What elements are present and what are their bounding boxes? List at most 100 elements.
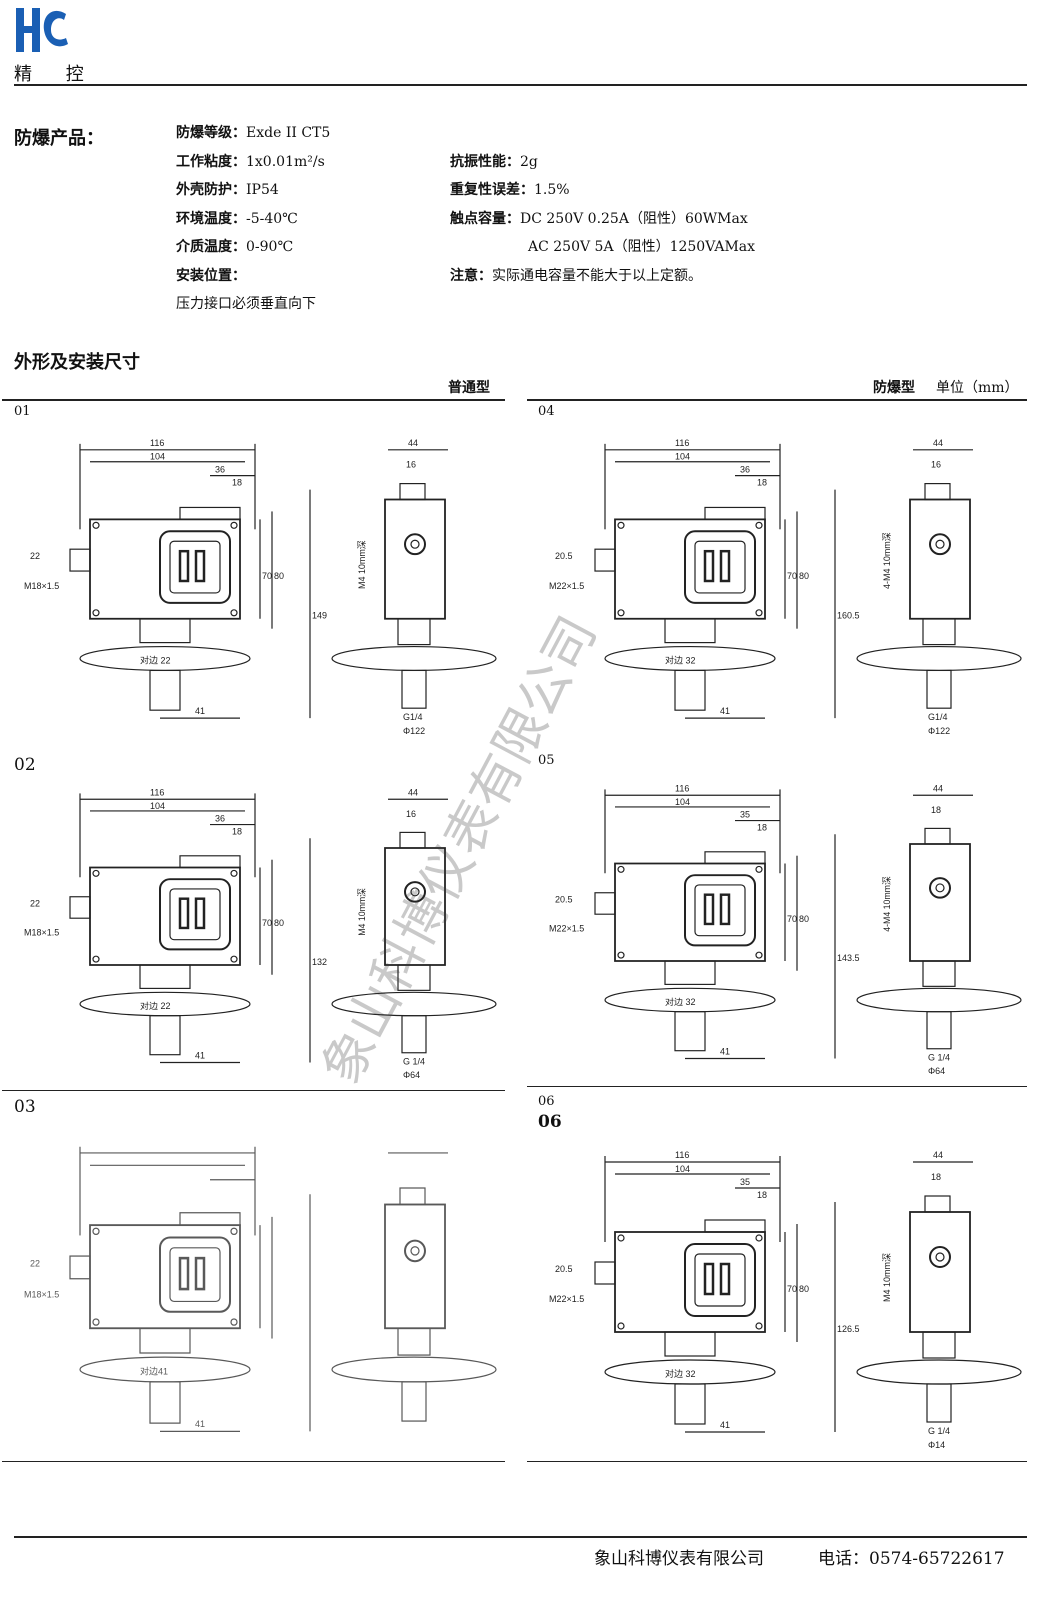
panel-label-05: 05: [538, 753, 555, 768]
dim-flat: 对边41: [140, 1366, 168, 1377]
dim-dia: Φ64: [403, 1070, 420, 1080]
dim-c: 41: [195, 1051, 205, 1061]
dim-dia: Φ122: [928, 726, 950, 736]
dim-left: 22: [30, 1258, 40, 1268]
dim-b: 18: [757, 478, 767, 488]
dim-w-inner: 104: [150, 801, 165, 811]
dim-left: 20.5: [555, 895, 573, 905]
left-type-label: 普通型: [448, 380, 490, 396]
dim-left: 22: [30, 899, 40, 909]
dim-h2: 80: [274, 571, 284, 581]
panel-label-01: 01: [14, 404, 31, 419]
dim-side-b: 16: [931, 460, 941, 470]
dim-c: 41: [720, 1047, 730, 1057]
dim-w-inner: 104: [150, 452, 165, 462]
panel-divider: [2, 1090, 505, 1091]
dim-side-w: 44: [408, 438, 418, 448]
right-type-label: 防爆型: [873, 380, 915, 396]
dim-flat: 对边 32: [665, 996, 696, 1007]
footer-company: 象山科博仪表有限公司: [594, 1549, 764, 1569]
dim-b: 18: [757, 822, 767, 832]
panel-heading-06: 06: [538, 1112, 562, 1132]
company-logo: [14, 4, 70, 56]
dim-h1: 70: [787, 1284, 797, 1294]
spec-contact-capacity-ac: AC 250V 5A（阻性）1250VAMax: [528, 239, 756, 255]
dim-side-note: M4 10mm深: [882, 1253, 892, 1302]
panel-label-02: 02: [14, 755, 36, 775]
footer-phone: 电话：0574-65722617: [818, 1549, 1005, 1569]
dim-side-note: 4-M4 10mm深: [882, 876, 892, 932]
drawing-02: 116 104 36 18 22 M18×1.5 70 80 对边 22 41 …: [10, 770, 500, 1082]
dim-h2: 80: [799, 571, 809, 581]
drawing-06: 116 104 35 18 20.5 M22×1.5 70 80 对边 32 4…: [535, 1132, 1025, 1452]
spec-contact-capacity: 触点容量：DC 250V 0.25A（阻性）60WMax: [450, 211, 748, 227]
footer-divider: [14, 1536, 1027, 1538]
dim-side-w: 44: [933, 438, 943, 448]
dim-total-h: 132: [312, 957, 327, 967]
logo-text: 精 控: [14, 64, 98, 85]
dim-left: 20.5: [555, 551, 573, 561]
drawing-04: 116 104 36 18 20.5 M22×1.5 70 80 对边 32 4…: [535, 420, 1025, 738]
dim-thread: M22×1.5: [549, 581, 584, 591]
dim-w-total: 116: [675, 438, 689, 448]
dim-h1: 70: [787, 571, 797, 581]
dim-w-inner: 104: [675, 797, 690, 807]
spec-medium-temp: 介质温度：0-90℃: [176, 239, 294, 255]
dim-dia: Φ122: [403, 726, 425, 736]
panel-divider: [2, 399, 505, 401]
dim-flat: 对边 22: [140, 1000, 171, 1011]
dim-total-h: 143.5: [837, 953, 860, 963]
dim-a: 35: [740, 1177, 750, 1187]
dim-flat: 对边 32: [665, 1368, 696, 1379]
dim-h2: 80: [799, 1284, 809, 1294]
dim-w-inner: 104: [675, 1164, 690, 1174]
dim-dia: Φ64: [928, 1066, 945, 1076]
dim-thread: M18×1.5: [24, 928, 59, 938]
spec-mounting-detail: 压力接口必须垂直向下: [176, 296, 316, 312]
dim-left: 22: [30, 551, 40, 561]
drawing-03: 22 M18×1.5 对边41 41: [10, 1122, 500, 1452]
dim-thread: M22×1.5: [549, 924, 584, 934]
dim-thread: M22×1.5: [549, 1294, 584, 1304]
spec-repeatability: 重复性误差：1.5%: [450, 182, 570, 198]
panel-divider: [2, 1461, 505, 1462]
dim-b: 18: [232, 826, 242, 836]
dim-dia: Φ14: [928, 1440, 945, 1450]
spec-vibration: 抗振性能：2g: [450, 154, 538, 170]
dim-c: 41: [195, 1419, 205, 1429]
spec-ambient-temp: 环境温度：-5-40℃: [176, 211, 298, 227]
dim-h2: 80: [274, 918, 284, 928]
dim-w-total: 116: [150, 787, 164, 797]
dim-flat: 对边 22: [140, 654, 171, 665]
spec-note: 注意：实际通电容量不能大于以上定额。: [450, 268, 702, 284]
dim-side-b: 16: [406, 460, 416, 470]
drawing-05: 116 104 35 18 20.5 M22×1.5 70 80 对边 32 4…: [535, 766, 1025, 1078]
dim-c: 41: [720, 706, 730, 716]
dim-side-b: 16: [406, 809, 416, 819]
dim-side-note: M4 10mm深: [357, 888, 367, 936]
dim-side-note: 4-M4 10mm深: [882, 532, 892, 589]
dim-a: 36: [215, 814, 225, 824]
dim-b: 18: [757, 1190, 767, 1200]
unit-label: 单位（mm）: [936, 380, 1019, 396]
dim-side-b: 18: [931, 805, 941, 815]
dim-w-total: 116: [150, 438, 164, 448]
spec-enclosure: 外壳防护：IP54: [176, 182, 279, 198]
dim-h1: 70: [262, 918, 272, 928]
dim-total-h: 126.5: [837, 1324, 860, 1334]
spec-viscosity: 工作粘度：1x0.01m²/s: [176, 154, 325, 170]
spec-explosion-grade: 防爆等级：Exde II CT5: [176, 125, 331, 141]
dim-h1: 70: [787, 914, 797, 924]
dim-pipe: G 1/4: [928, 1426, 950, 1436]
dim-total-h: 149: [312, 611, 327, 621]
dim-a: 35: [740, 810, 750, 820]
header-divider: [14, 84, 1027, 86]
spec-mounting: 安装位置：: [176, 268, 246, 284]
panel-label-03: 03: [14, 1097, 36, 1117]
dim-side-b: 18: [931, 1172, 941, 1182]
dim-b: 18: [232, 478, 242, 488]
dim-side-w: 44: [933, 1150, 943, 1160]
dimensions-title: 外形及安装尺寸: [14, 352, 140, 373]
dim-pipe: G 1/4: [403, 1057, 425, 1067]
panel-label-06: 06: [538, 1094, 555, 1109]
